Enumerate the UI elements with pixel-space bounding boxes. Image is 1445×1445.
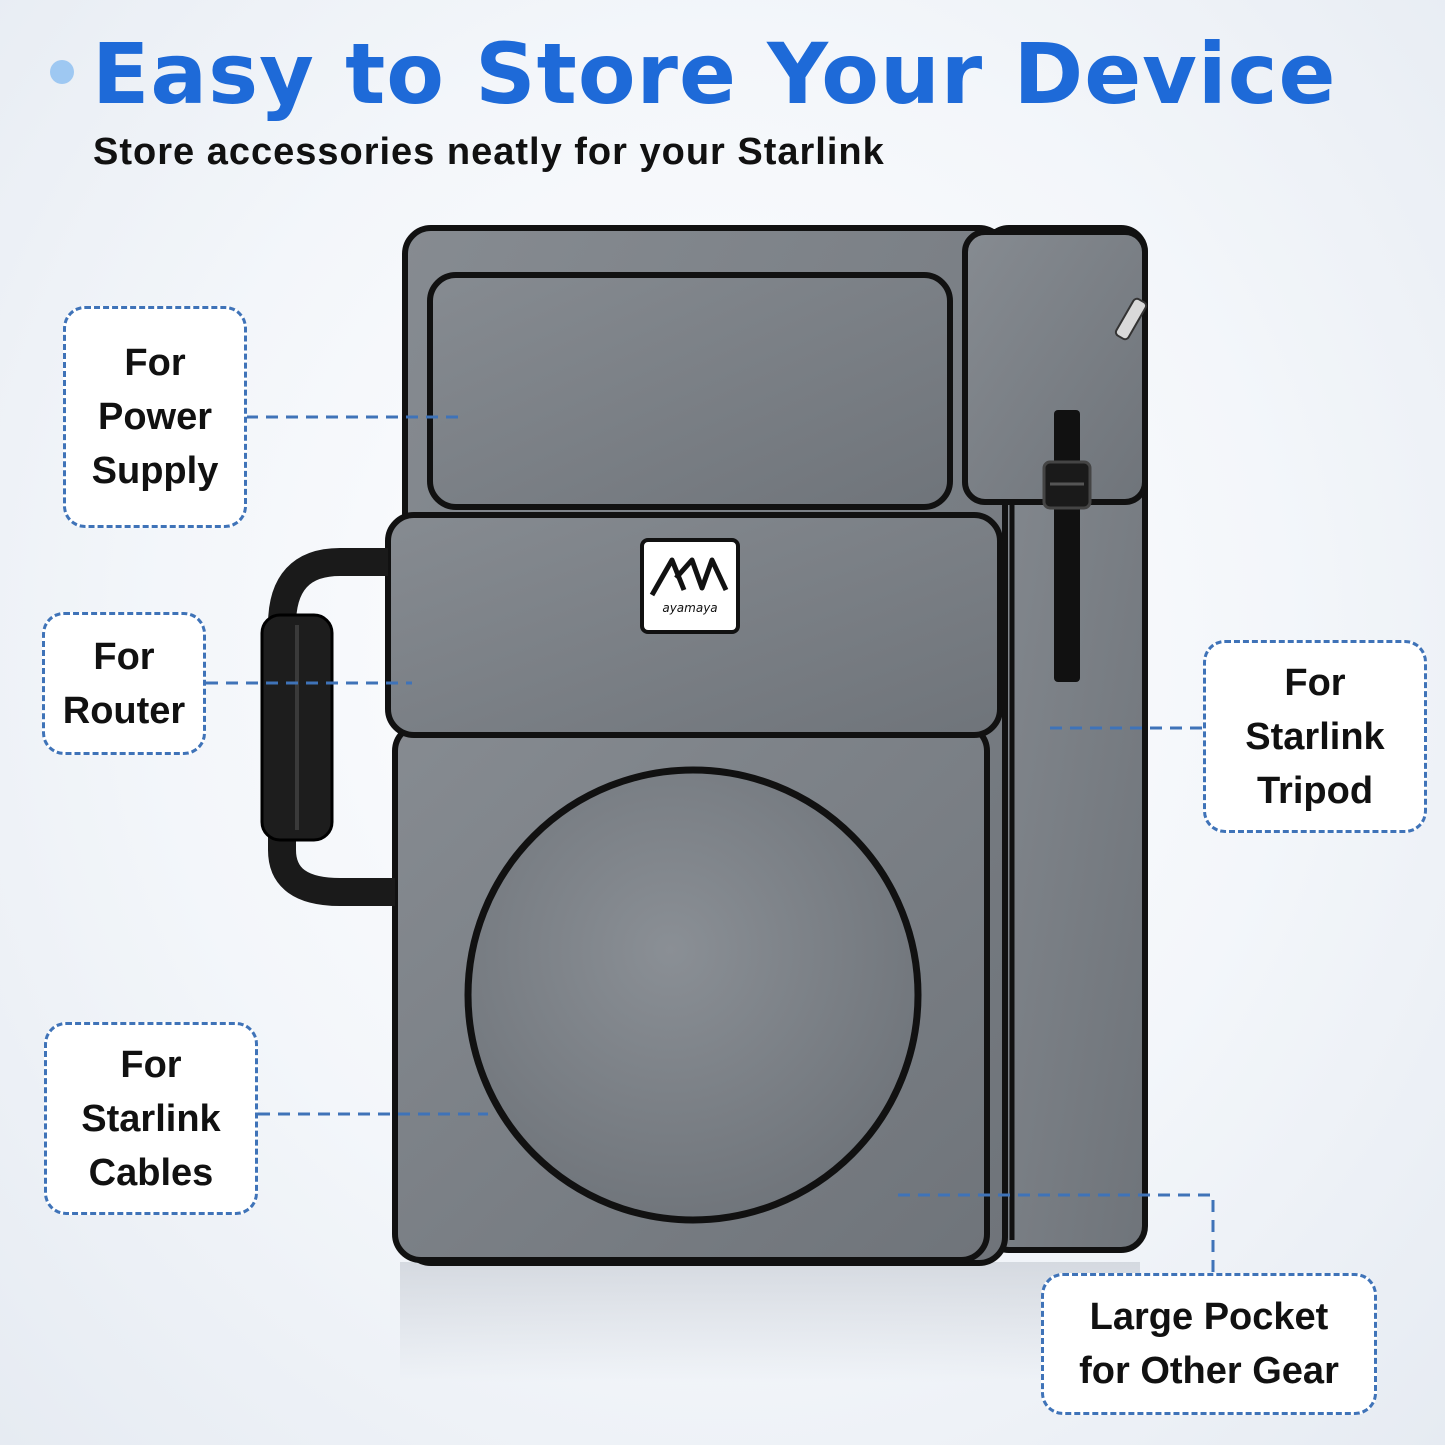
buckle-strap <box>1054 410 1080 682</box>
callout-tripod: For Starlink Tripod <box>1203 640 1427 833</box>
cable-disc-pocket <box>464 766 922 1224</box>
page-title: Easy to Store Your Device <box>92 25 1337 123</box>
bag-reflection <box>400 1262 1140 1382</box>
callout-power-supply: For Power Supply <box>63 306 247 528</box>
power-supply-pocket <box>427 272 953 510</box>
brand-logo-text: ayamaya <box>662 601 717 615</box>
brand-logo-mark <box>649 557 729 597</box>
callout-large-pocket: Large Pocket for Other Gear <box>1041 1273 1377 1415</box>
callout-router: For Router <box>42 612 206 755</box>
zipper-pull <box>1114 297 1148 341</box>
bullet-dot <box>50 60 74 84</box>
page-subtitle: Store accessories neatly for your Starli… <box>93 131 885 173</box>
callout-cables: For Starlink Cables <box>44 1022 258 1215</box>
